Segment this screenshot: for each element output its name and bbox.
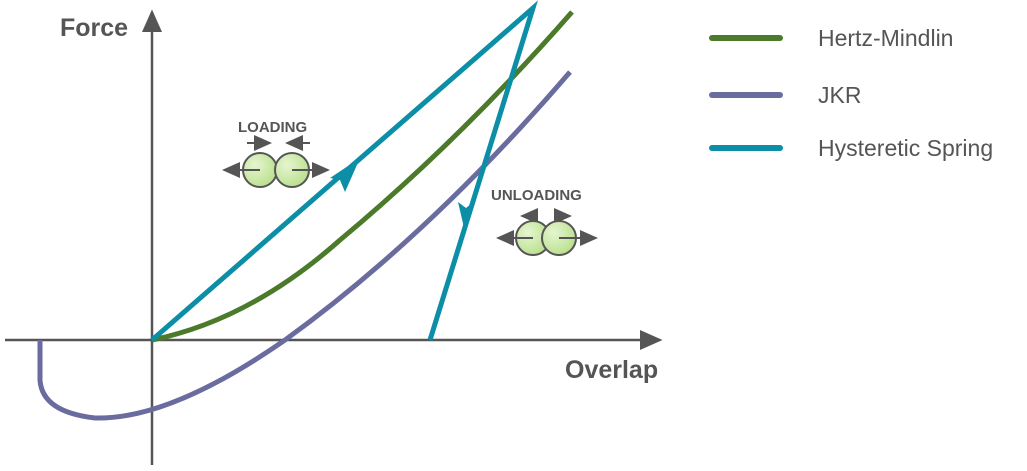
loading-particles-icon bbox=[222, 135, 330, 188]
unloading-label: UNLOADING bbox=[491, 187, 582, 204]
legend: Hertz-Mindlin JKR Hysteretic Spring bbox=[709, 25, 993, 161]
hertz-mindlin-curve bbox=[151, 10, 574, 343]
loading-arrow-icon bbox=[330, 158, 360, 192]
legend-label-jkr: JKR bbox=[818, 82, 861, 108]
x-axis-label: Overlap bbox=[565, 356, 658, 384]
loading-label: LOADING bbox=[238, 119, 307, 136]
legend-label-hertz-mindlin: Hertz-Mindlin bbox=[818, 25, 953, 51]
unloading-particles-icon bbox=[496, 208, 598, 256]
y-axis-label: Force bbox=[60, 14, 128, 42]
hysteretic-spring-curve bbox=[150, 0, 538, 342]
legend-label-hysteretic-spring: Hysteretic Spring bbox=[818, 135, 993, 161]
jkr-curve bbox=[37, 70, 572, 421]
unloading-arrow-icon bbox=[458, 200, 476, 232]
